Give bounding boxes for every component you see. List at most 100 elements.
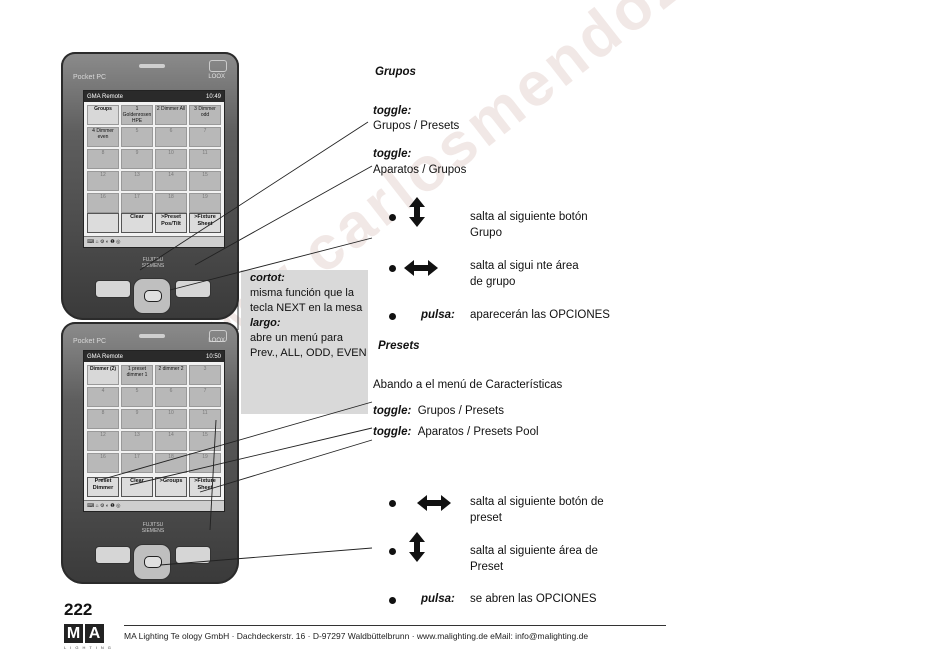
toggle-row: toggle: Aparatos / Presets Pool (373, 425, 539, 439)
groups-heading: Grupos (375, 66, 416, 78)
callout-text: abre un menú para (250, 332, 343, 344)
toggle-row: toggle: Grupos / Presets (373, 404, 504, 418)
toggle-label: toggle: (373, 405, 412, 417)
button-grid: Groups 1 Goldenrosen HPE 2 Dimmer All 3 … (84, 102, 224, 216)
app-title: GMA Remote (87, 353, 124, 360)
toggle-text: Grupos / Presets (417, 405, 505, 417)
grid-cell[interactable]: 15 (189, 431, 221, 451)
toggle-label: toggle: (373, 148, 412, 160)
navigation-pad[interactable] (133, 278, 171, 314)
grid-cell[interactable]: 15 (189, 171, 221, 191)
grid-cell[interactable]: 19 (189, 193, 221, 213)
pda-device-groups: Pocket PC LOOX GMA Remote 10:49 Groups 1… (61, 52, 239, 320)
grid-cell[interactable]: 1 preset dimmer 1 (121, 365, 153, 385)
hardware-buttons (91, 276, 211, 314)
preset-pos-tilt-button[interactable]: >Preset Pos/Tilt (155, 213, 187, 233)
logo-letter: M (64, 624, 83, 643)
bottom-button-row: Clear >Preset Pos/Tilt >Fixture Sheet (87, 213, 221, 233)
pda-device-presets: Pocket PC LOOX GMA Remote 10:50 Dimmer (… (61, 322, 239, 584)
grid-cell[interactable]: 14 (155, 171, 187, 191)
press-label: pulsa: (421, 593, 455, 605)
callout-short-label: cortot: (250, 272, 285, 284)
grid-cell[interactable]: 10 (155, 149, 187, 169)
bullet-text: preset (470, 512, 502, 524)
grid-cell[interactable]: 14 (155, 431, 187, 451)
callout-text: misma función que la (250, 287, 354, 299)
clear-button[interactable]: Clear (121, 477, 153, 497)
grid-cell[interactable]: 17 (121, 193, 153, 213)
blank-button[interactable] (87, 213, 119, 233)
logo-letter: A (85, 624, 104, 643)
grid-cell[interactable]: 17 (121, 453, 153, 473)
grid-cell[interactable]: 3 Dimmer odd (189, 105, 221, 125)
grid-cell[interactable]: 2 Dimmer All (155, 105, 187, 125)
grid-cell[interactable]: 3 (189, 365, 221, 385)
logo-subtitle: LIGHTING (64, 645, 115, 650)
grid-cell[interactable]: 10 (155, 409, 187, 429)
grid-cell[interactable]: 6 (155, 127, 187, 147)
bullet-text: salta al siguiente área de (470, 545, 598, 557)
grid-cell[interactable]: 18 (155, 193, 187, 213)
grid-cell[interactable]: 13 (121, 171, 153, 191)
grid-cell[interactable]: 13 (121, 431, 153, 451)
speaker-grille (139, 64, 165, 68)
pda-model: LOOX (208, 338, 225, 344)
bullet-text: salta al sigui nte área (470, 260, 579, 272)
hardware-buttons (91, 542, 211, 580)
grid-cell[interactable]: 11 (189, 149, 221, 169)
navigation-pad[interactable] (133, 544, 171, 580)
grid-cell[interactable]: 6 (155, 387, 187, 407)
button-grid: Dimmer (2) 1 preset dimmer 1 2 dimmer 2 … (84, 362, 224, 476)
hardware-button-left[interactable] (95, 546, 131, 564)
bullet-text: salta al siguiente botón (470, 211, 588, 223)
grid-cell[interactable]: 11 (189, 409, 221, 429)
grid-cell[interactable]: 7 (189, 127, 221, 147)
app-titlebar: GMA Remote 10:50 (84, 351, 224, 362)
clear-button[interactable]: Clear (121, 213, 153, 233)
bullet-dot (389, 313, 396, 320)
toggle-text: Aparatos / Presets Pool (417, 426, 539, 438)
grid-cell[interactable]: 9 (121, 409, 153, 429)
horizontal-arrow-icon (417, 495, 451, 511)
grid-cell[interactable]: 5 (121, 127, 153, 147)
grid-cell[interactable]: 8 (87, 409, 119, 429)
pda-screen: GMA Remote 10:50 Dimmer (2) 1 preset dim… (83, 350, 225, 512)
groups-button[interactable]: >Groups (155, 477, 187, 497)
clock: 10:49 (205, 93, 221, 100)
pda-brand: Pocket PC (73, 74, 107, 81)
callout-text: Prev., ALL, ODD, EVEN (250, 347, 367, 359)
grid-cell[interactable]: Dimmer (2) (87, 365, 119, 385)
grid-cell[interactable]: 12 (87, 171, 119, 191)
speaker-grille (139, 334, 165, 338)
grid-cell[interactable]: 9 (121, 149, 153, 169)
grid-cell[interactable]: Groups (87, 105, 119, 125)
grid-cell[interactable]: 8 (87, 149, 119, 169)
grid-cell[interactable]: 5 (121, 387, 153, 407)
hardware-button-right[interactable] (175, 546, 211, 564)
bullet-dot (389, 597, 396, 604)
grid-cell[interactable]: 16 (87, 453, 119, 473)
vertical-arrow-icon (409, 197, 425, 227)
grid-cell[interactable]: 12 (87, 431, 119, 451)
fixture-sheet-button[interactable]: >Fixture Sheet (189, 213, 221, 233)
ma-lighting-logo: M A (64, 624, 104, 643)
clock: 10:50 (205, 353, 221, 360)
grid-cell[interactable]: 16 (87, 193, 119, 213)
bullet-text: de grupo (470, 276, 516, 288)
bullet-text: se abren las OPCIONES (470, 593, 597, 605)
app-title: GMA Remote (87, 93, 124, 100)
grid-cell[interactable]: 2 dimmer 2 (155, 365, 187, 385)
callout-text: tecla NEXT en la mesa (250, 302, 363, 314)
grid-cell[interactable]: 4 Dimmer even (87, 127, 119, 147)
grid-cell[interactable]: 4 (87, 387, 119, 407)
preset-dimmer-button[interactable]: Preset Dimmer (87, 477, 119, 497)
grid-cell[interactable]: 18 (155, 453, 187, 473)
callout-box: cortot: misma función que la tecla NEXT … (241, 270, 368, 414)
bullet-text: aparecerán las OPCIONES (470, 309, 610, 321)
toggle-label: toggle: (373, 426, 412, 438)
maker-logo: FUJITSU SIEMENS (141, 257, 165, 269)
hardware-button-left[interactable] (95, 280, 131, 298)
grid-cell[interactable]: 7 (189, 387, 221, 407)
grid-cell[interactable]: 1 Goldenrosen HPE (121, 105, 153, 125)
